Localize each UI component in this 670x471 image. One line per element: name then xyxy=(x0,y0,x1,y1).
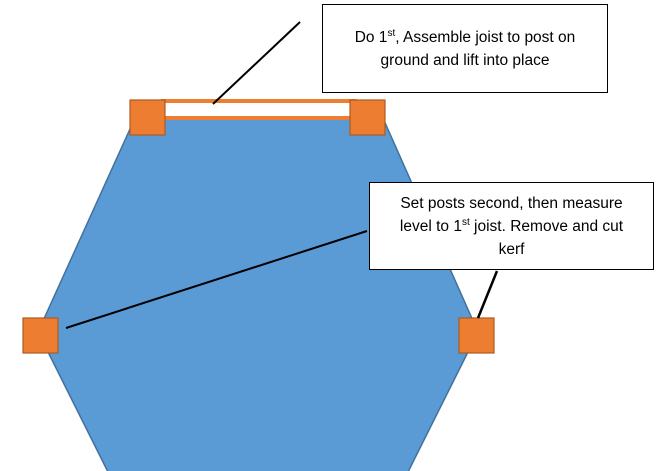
leader-line-left-post xyxy=(65,230,368,329)
post-left xyxy=(22,317,59,354)
post-top-right xyxy=(349,99,386,136)
callout-right-line-1: Set posts second, then measure xyxy=(400,194,623,212)
callout-set-posts: Set posts second, then measure level to … xyxy=(369,182,654,270)
callout-top-superscript: st xyxy=(387,27,396,39)
callout-assemble-joist: Do 1st, Assemble joist to post on ground… xyxy=(322,4,608,93)
hexagon-platform xyxy=(37,106,479,471)
callout-top-line-1: Do 1st, Assemble joist to post on xyxy=(331,26,599,49)
callout-right-text-b: joist. Remove and cut xyxy=(469,217,624,235)
callout-right-text-a: level to 1 xyxy=(399,217,462,235)
callout-right-superscript: st xyxy=(461,216,470,228)
callout-top-text-a: Do 1 xyxy=(354,28,388,46)
leader-line-top-joist xyxy=(212,21,301,105)
callout-right-line-2: level to 1st joist. Remove and cut xyxy=(376,215,647,238)
leader-line-right-post xyxy=(476,270,499,319)
post-top-left xyxy=(129,99,166,136)
callout-top-text-b: , Assemble joist to post on xyxy=(395,28,576,46)
callout-top-line-2: ground and lift into place xyxy=(380,51,550,69)
post-right xyxy=(458,317,495,354)
top-joist xyxy=(161,99,357,120)
callout-right-line-3: kerf xyxy=(498,240,525,258)
